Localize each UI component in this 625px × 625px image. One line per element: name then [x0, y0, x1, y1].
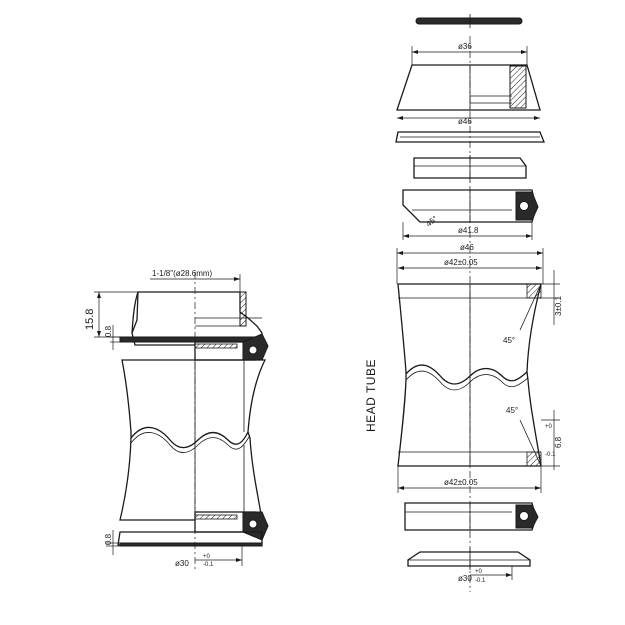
right-angle-top-label: 45°: [503, 336, 515, 345]
right-depth-bottom-label: 6.8: [554, 436, 563, 448]
right-head-tube-top-section: [526, 283, 542, 299]
right-cap-dia-label: ø36: [458, 42, 472, 51]
left-top-cap-section: [239, 291, 247, 327]
svg-text:+0: +0: [475, 569, 483, 575]
left-compression-ring: [119, 336, 263, 343]
right-head-tube-bottom-section: [526, 451, 542, 467]
right-exploded-view: ø36 ø46 45° ø41.8 ø46: [364, 14, 563, 592]
right-cup-outer-label: ø46: [460, 243, 474, 252]
left-break-line: [130, 426, 249, 449]
right-top-cap-section: [509, 65, 527, 109]
right-break-line: [405, 364, 528, 385]
head-tube-label: HEAD TUBE: [364, 359, 378, 432]
svg-text:+0: +0: [203, 554, 211, 560]
left-step-top-label: 0.8: [104, 325, 113, 337]
left-height-label: 15.8: [84, 309, 96, 330]
right-bearing-dia-label: ø41.8: [458, 226, 479, 235]
right-cap-outer-label: ø46: [458, 117, 472, 126]
right-crown-race: [407, 551, 531, 567]
right-depth-top-label: 3±0.1: [554, 295, 563, 316]
right-head-tube: [397, 283, 542, 467]
svg-text:-0.1: -0.1: [203, 562, 214, 568]
right-bearing-angle-label: 45°: [424, 214, 439, 229]
left-assembly: 1-1/8"(ø28.6mm) 15.8 0.8 0.8 ø30 +0 -0.1: [84, 269, 269, 570]
left-steerer-label: 1-1/8"(ø28.6mm): [152, 269, 213, 278]
left-bottom-dia-label: ø30: [175, 559, 189, 568]
right-angle-bottom-label: 45°: [506, 406, 518, 415]
right-top-cap: [396, 64, 541, 111]
svg-text:-0.1: -0.1: [475, 578, 486, 584]
right-bore-bottom-label: ø42±0.05: [444, 478, 478, 487]
left-step-bottom-label: 0.8: [104, 533, 113, 545]
right-bore-top-label: ø42±0.05: [444, 258, 478, 267]
right-seal-ring: [395, 131, 545, 143]
svg-text:-0.1: -0.1: [545, 452, 556, 458]
right-bottom-dia-label: ø30: [458, 574, 472, 583]
right-top-compression-ring: [415, 17, 523, 25]
right-centering-sleeve: [413, 157, 527, 179]
svg-text:+0: +0: [545, 424, 553, 430]
